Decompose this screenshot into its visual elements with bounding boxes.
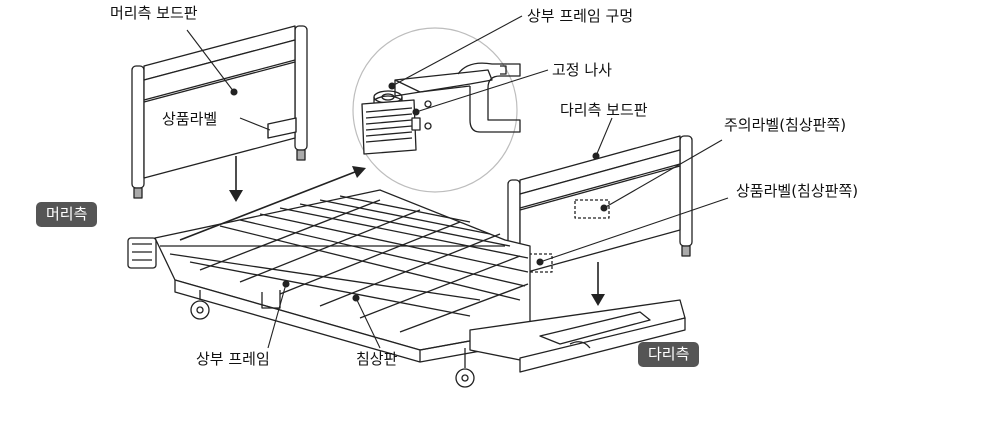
leader-bed-board bbox=[355, 297, 381, 349]
leader-frame-hole bbox=[391, 15, 523, 87]
label-product-label-foot: 상품라벨(침상판쪽) bbox=[736, 182, 859, 200]
detail-zoom-circle bbox=[352, 27, 521, 193]
leader-product-label-head bbox=[239, 117, 271, 131]
leader-foot-board bbox=[595, 117, 613, 157]
label-upper-frame-hole: 상부 프레임 구멍 bbox=[527, 7, 634, 25]
leader-head-board bbox=[186, 29, 235, 93]
bed-deck bbox=[127, 189, 686, 388]
leader-lines bbox=[186, 15, 729, 349]
label-foot-board: 다리측 보드판 bbox=[560, 101, 648, 119]
foot-side-tag: 다리측 bbox=[638, 342, 700, 367]
leader-product-label-foot bbox=[539, 197, 729, 263]
head-board bbox=[131, 25, 308, 199]
label-upper-frame: 상부 프레임 bbox=[196, 350, 270, 368]
leader-upper-frame bbox=[267, 283, 287, 349]
leader-caution-label bbox=[603, 139, 723, 209]
head-side-tag: 머리측 bbox=[36, 202, 98, 227]
label-caution-label: 주의라벨(침상판쪽) bbox=[724, 116, 847, 134]
leader-fixing-screw bbox=[415, 69, 549, 113]
label-fixing-screw: 고정 나사 bbox=[552, 61, 612, 79]
label-bed-board: 침상판 bbox=[356, 350, 398, 368]
assembly-arrows bbox=[179, 156, 605, 306]
label-head-board: 머리측 보드판 bbox=[110, 4, 198, 22]
label-product-label-head: 상품라벨 bbox=[162, 110, 218, 128]
zoom-arrow bbox=[179, 169, 361, 241]
foot-board bbox=[507, 135, 693, 289]
